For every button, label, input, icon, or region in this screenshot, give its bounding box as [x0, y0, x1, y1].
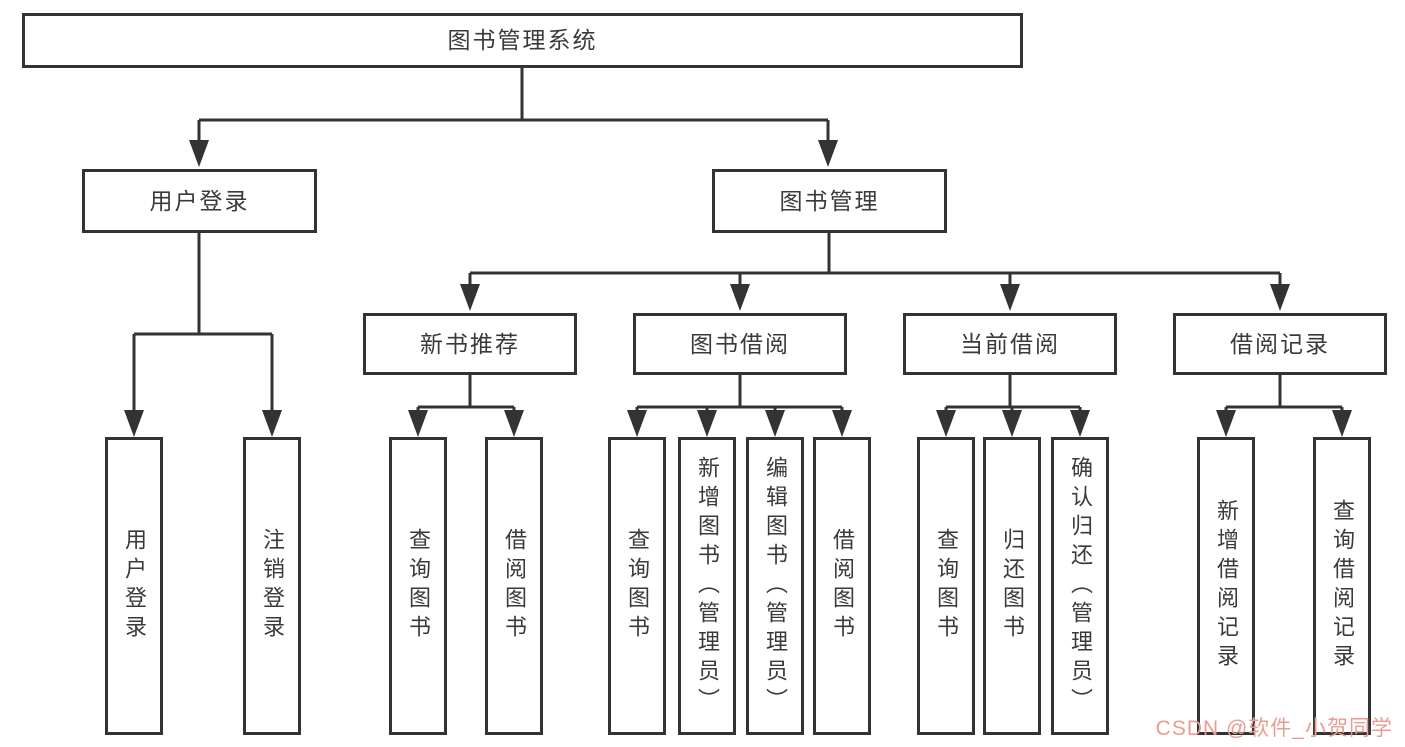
- node-label: 查询借阅记录: [1330, 499, 1355, 673]
- node-current-borrowing: 当前借阅: [903, 313, 1117, 375]
- node-label: 归还图书: [1000, 528, 1025, 644]
- node-user-login: 用户登录: [82, 169, 317, 233]
- csdn-watermark: CSDN @软件_小贺同学: [1155, 717, 1393, 740]
- node-label: 用户登录: [149, 187, 250, 214]
- node-label: 编辑图书（管理员）: [763, 455, 788, 717]
- leaf-add-books-admin: 新增图书（管理员）: [678, 437, 736, 735]
- node-book-borrowing: 图书借阅: [633, 313, 847, 375]
- node-borrowing-records: 借阅记录: [1173, 313, 1387, 375]
- node-new-book-recommendation: 新书推荐: [363, 313, 577, 375]
- node-label: 图书借阅: [690, 330, 790, 357]
- leaf-query-books-3: 查询图书: [917, 437, 975, 735]
- leaf-query-borrow-record: 查询借阅记录: [1313, 437, 1371, 735]
- node-label: 当前借阅: [960, 330, 1060, 357]
- node-library-management-system: 图书管理系统: [22, 13, 1023, 68]
- node-label: 新增图书（管理员）: [695, 455, 720, 717]
- leaf-user-login: 用户登录: [105, 437, 163, 735]
- node-label: 图书管理: [779, 187, 880, 214]
- leaf-borrow-books-2: 借阅图书: [813, 437, 871, 735]
- node-label: 借阅图书: [502, 528, 527, 644]
- node-label: 图书管理系统: [447, 27, 598, 53]
- node-label: 新增借阅记录: [1214, 499, 1239, 673]
- node-label: 查询图书: [934, 528, 959, 644]
- node-label: 借阅图书: [830, 528, 855, 644]
- node-label: 用户登录: [122, 528, 147, 644]
- node-book-management: 图书管理: [712, 169, 947, 233]
- node-label: 新书推荐: [420, 330, 520, 357]
- leaf-logout: 注销登录: [243, 437, 301, 735]
- node-label: 查询图书: [625, 528, 650, 644]
- leaf-borrow-books-1: 借阅图书: [485, 437, 543, 735]
- leaf-edit-books-admin: 编辑图书（管理员）: [746, 437, 804, 735]
- node-label: 借阅记录: [1230, 330, 1330, 357]
- node-label: 确认归还（管理员）: [1068, 455, 1093, 717]
- leaf-query-books-1: 查询图书: [389, 437, 447, 735]
- arrowheads: [124, 140, 1352, 437]
- leaf-confirm-return-admin: 确认归还（管理员）: [1051, 437, 1109, 735]
- leaf-query-books-2: 查询图书: [608, 437, 666, 735]
- leaf-add-borrow-record: 新增借阅记录: [1197, 437, 1255, 735]
- leaf-return-books: 归还图书: [983, 437, 1041, 735]
- node-label: 查询图书: [406, 528, 431, 644]
- node-label: 注销登录: [260, 528, 285, 644]
